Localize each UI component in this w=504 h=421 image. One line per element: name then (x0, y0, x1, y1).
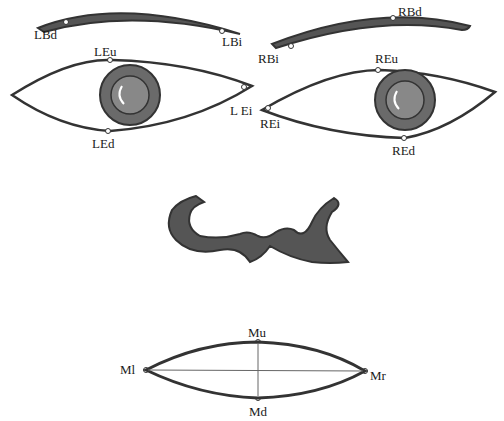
right-eyebrow (272, 17, 470, 48)
mouth (146, 342, 365, 398)
landmark-label: REi (260, 117, 280, 130)
landmark-label: LBi (222, 35, 242, 48)
nose (169, 196, 348, 263)
right-pupil (386, 81, 424, 119)
landmark-label: RBi (258, 52, 279, 65)
right-eye (262, 70, 495, 138)
right-eye-glint (394, 91, 399, 109)
landmark-label: L Ei (230, 104, 252, 117)
landmark-label: LEu (94, 45, 116, 58)
landmark-dots (64, 16, 407, 401)
mouth-width-line (148, 370, 363, 371)
landmark-label: RBd (398, 5, 422, 18)
left-iris (100, 65, 160, 125)
landmark-label: Mr (370, 369, 386, 382)
mouth-height-line (258, 344, 259, 396)
landmark-label: Mu (248, 326, 266, 339)
landmark-label: LEd (92, 137, 114, 150)
left-eye (12, 60, 252, 131)
left-eye-glint (119, 86, 124, 104)
landmark-label: REu (375, 52, 398, 65)
landmark-label: Ml (120, 363, 135, 376)
landmark-label: LBd (34, 28, 57, 41)
left-eyebrow (38, 13, 240, 34)
right-iris (375, 70, 435, 130)
landmark-label: REd (392, 144, 415, 157)
left-pupil (111, 76, 149, 114)
landmark-label: Md (249, 405, 267, 418)
